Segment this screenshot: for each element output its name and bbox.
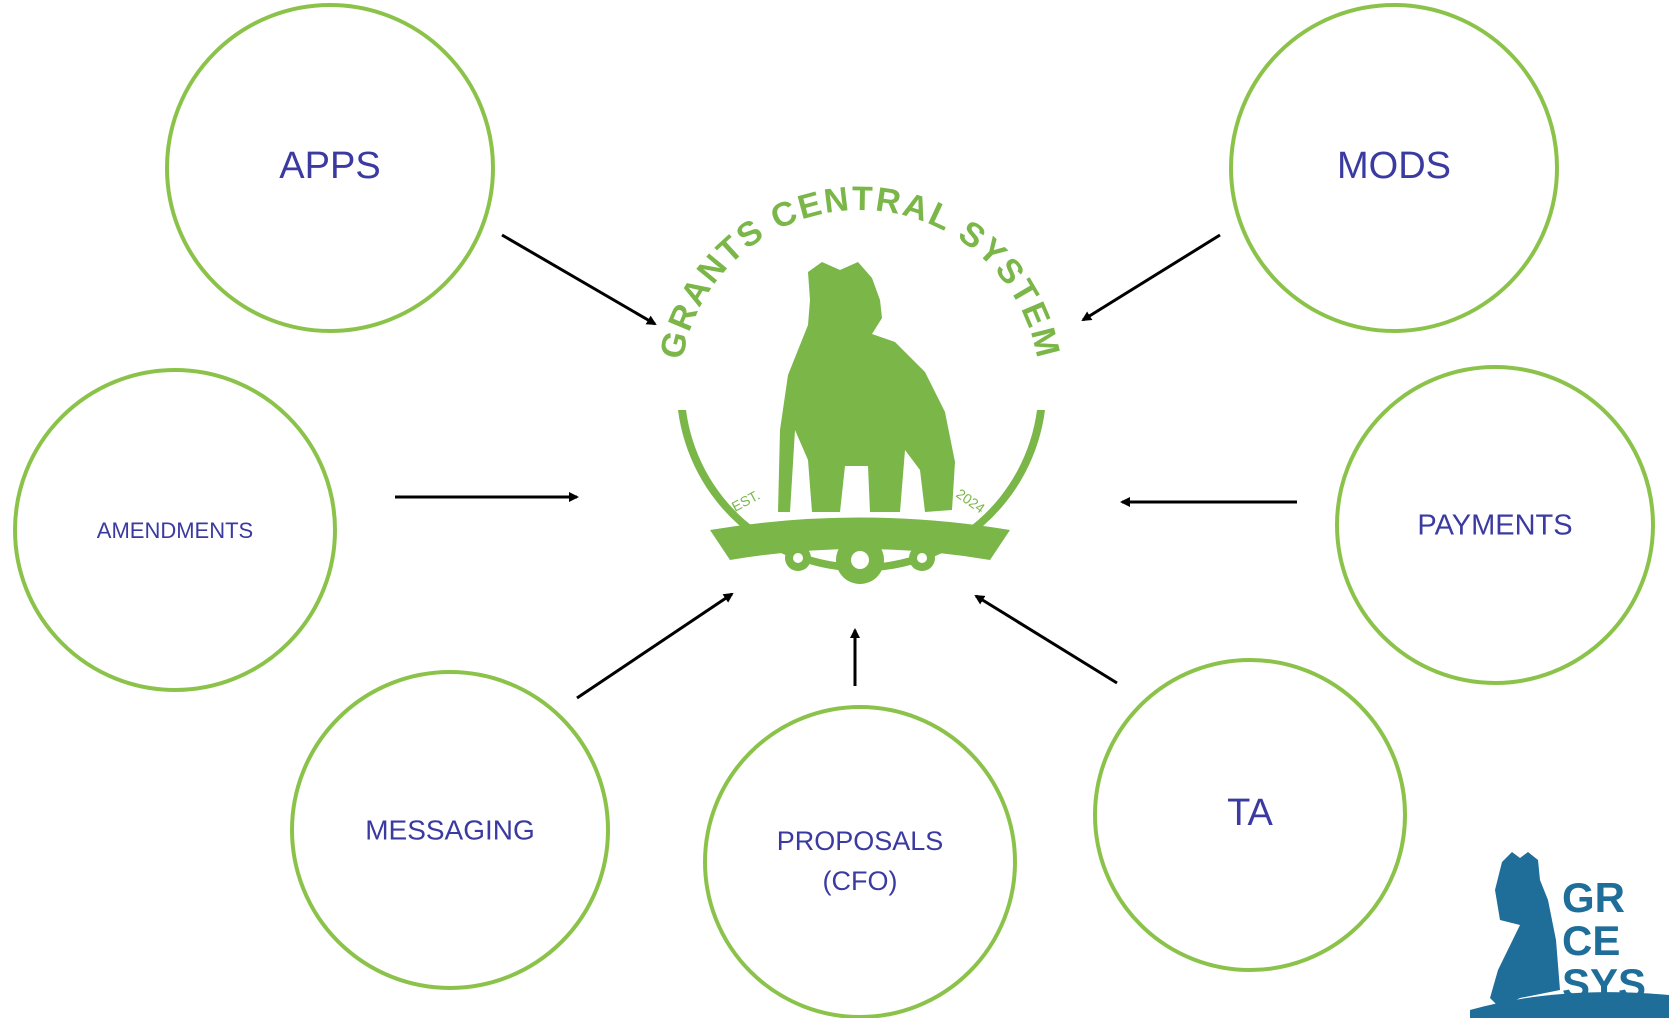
node-amendments-label: AMENDMENTS: [97, 518, 253, 543]
bear-brand-icon: GR CE SYS: [1470, 852, 1669, 1018]
brand-text-line3: SYS: [1562, 960, 1646, 1007]
node-proposals-label-line2: (CFO): [823, 866, 898, 896]
bear-logo-icon: GRANTS CENTRAL SYSTEM EST. 2024: [653, 180, 1065, 584]
node-messaging-label: MESSAGING: [365, 814, 535, 845]
arrow-mods-to-center: [1081, 233, 1221, 322]
arrow-ta-to-center: [974, 594, 1118, 685]
brand-text-line1: GR: [1562, 874, 1625, 921]
node-apps: APPS: [165, 3, 495, 333]
node-mods: MODS: [1229, 3, 1559, 333]
logo-year-label: 2024: [953, 485, 988, 516]
node-ta-label: TA: [1227, 792, 1273, 834]
logo-est-label: EST.: [729, 487, 763, 515]
brand-text-line2: CE: [1562, 917, 1620, 964]
node-ta: TA: [1093, 658, 1407, 972]
arrow-messaging-to-center: [576, 592, 734, 700]
node-apps-label: APPS: [279, 145, 380, 187]
node-proposals: PROPOSALS (CFO): [703, 705, 1017, 1018]
node-amendments: AMENDMENTS: [13, 368, 337, 692]
arrow-apps-to-center: [501, 233, 657, 326]
node-mods-label: MODS: [1337, 145, 1451, 187]
node-payments-label: PAYMENTS: [1417, 510, 1572, 542]
node-proposals-label-line1: PROPOSALS: [777, 826, 944, 856]
node-payments: PAYMENTS: [1335, 365, 1655, 685]
node-messaging: MESSAGING: [290, 670, 610, 990]
